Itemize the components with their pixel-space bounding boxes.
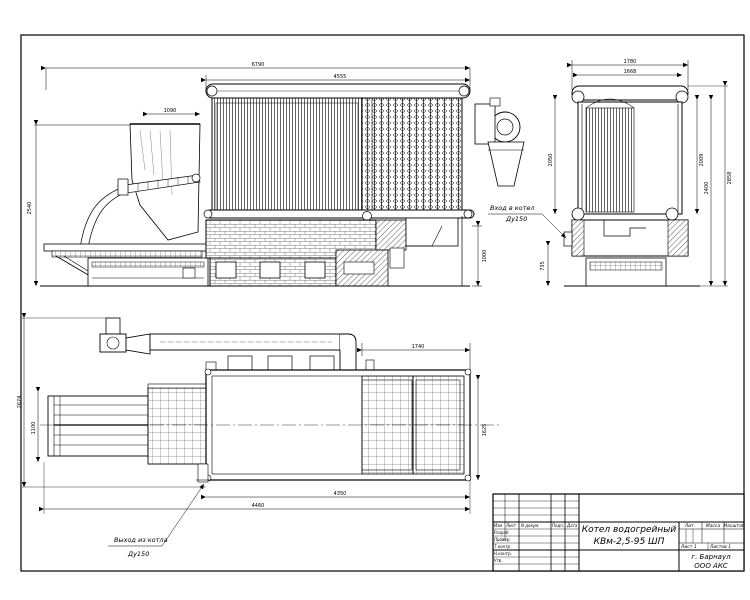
tb-col-doc: N докум. (521, 523, 540, 528)
dim-front-inner: 1668 (624, 69, 637, 75)
dim-plan-overall: 2674 (17, 396, 23, 409)
tb-head-lit: Лит. (684, 523, 695, 529)
dim-plan-left: 1100 (31, 422, 37, 435)
side-view: 6790 4555 1090 2540 1000 (27, 62, 525, 287)
dim-front-h3: 2400 (704, 182, 710, 195)
dim-total-height: 2540 (27, 202, 33, 215)
inlet-label: Вход в котел (490, 204, 535, 212)
tb-head-massa: Масса (706, 523, 721, 529)
front-view: 1780 1668 2050 2009 2400 2858 (488, 59, 733, 287)
tb-col-sign: Подп. (552, 523, 564, 528)
sheet-frame (20, 34, 745, 572)
dim-front-h2: 2009 (699, 154, 705, 167)
tb-sheet: Лист 1 (680, 544, 697, 550)
dim-plan-right: 1625 (482, 424, 488, 437)
tb-sheets: Листов 1 (709, 544, 731, 550)
dim-side-total: 6790 (252, 62, 265, 68)
dim-plan-total: 4460 (252, 503, 265, 509)
outlet-label: Выход из котла (114, 536, 168, 544)
tb-col-date: Дата (566, 523, 578, 528)
dim-plan-top: 1740 (412, 344, 425, 350)
tb-org-line2: ООО АКС (694, 562, 728, 570)
dim-front-h5: 735 (540, 261, 546, 271)
inlet-size: Ду150 (505, 215, 527, 223)
tb-row-utv: Утв. (494, 558, 502, 563)
tb-col-list: Лист (505, 523, 517, 528)
tb-row-tkontr: Т.контр. (494, 544, 511, 549)
tb-org-line1: г. Барнаул (691, 553, 731, 561)
title-block: Изм Лист N докум. Подп. Дата Разраб. Про… (492, 493, 745, 572)
dim-front-h4: 2858 (727, 172, 733, 185)
dim-feeder: 1090 (164, 108, 177, 114)
dim-support-height: 1000 (482, 250, 488, 263)
tb-row-nkontr: Н.контр. (494, 551, 512, 556)
tb-col-izm: Изм (494, 523, 502, 528)
outlet-size: Ду150 (127, 550, 149, 558)
plan-view: 1740 2674 1100 1625 4350 4460 (17, 313, 500, 558)
tb-head-masshtab: Масштаб (723, 523, 745, 529)
tb-row-razrab: Разраб. (494, 530, 510, 535)
tb-title-line1: Котел водогрейный (582, 525, 677, 535)
dim-front-width: 1780 (624, 59, 637, 65)
dim-plan-furnace: 4350 (334, 491, 347, 497)
dim-side-top: 4555 (334, 74, 347, 80)
tb-title-line2: КВм-2,5-95 ШП (594, 537, 665, 547)
dim-front-h1: 2050 (548, 154, 554, 167)
tb-row-prov: Провер. (494, 537, 511, 542)
